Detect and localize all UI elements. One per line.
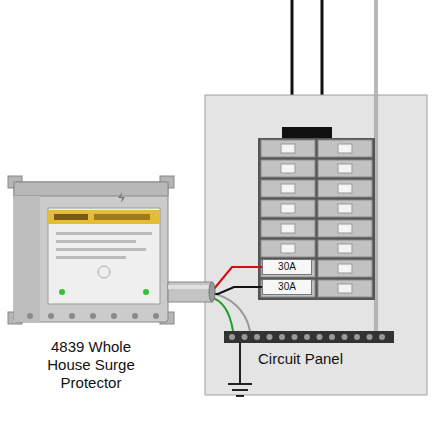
ground-symbol [232, 389, 248, 391]
breaker-row [338, 284, 352, 293]
breaker-row [318, 220, 372, 237]
panel-enclosure [205, 95, 427, 395]
surge-protector-box [98, 266, 110, 278]
bus-holes [329, 334, 335, 340]
bus-bar [224, 331, 394, 343]
ground-symbol [236, 395, 244, 397]
breaker-row [261, 260, 315, 277]
bus-holes [367, 334, 373, 340]
bus-holes [267, 334, 273, 340]
bus-holes [317, 334, 323, 340]
bus-holes [354, 334, 360, 340]
neutral-feed [376, 0, 377, 334]
knockouts [48, 313, 54, 319]
breaker-row [261, 200, 315, 217]
breaker-row [338, 244, 352, 253]
bus-holes [304, 334, 310, 340]
conduit [168, 285, 212, 289]
knockouts [132, 313, 138, 319]
bus-holes [292, 334, 298, 340]
surge-protector-box [143, 289, 149, 295]
breaker-row [261, 220, 315, 237]
breaker-label: 30A [262, 259, 312, 275]
surge-protector-box [48, 208, 160, 304]
ground-symbol [228, 343, 252, 396]
breaker-row [318, 140, 372, 157]
knockouts [27, 313, 33, 319]
surge-protector-box [14, 182, 168, 196]
conduit [168, 282, 212, 302]
bus-holes [229, 334, 385, 340]
panel-enclosure [205, 95, 427, 395]
ground-symbol [228, 383, 252, 385]
breaker-row [281, 224, 295, 233]
ground-wire [210, 293, 250, 331]
breaker-block [258, 127, 375, 300]
ground-wire [210, 293, 250, 331]
surge-protector-box [56, 256, 126, 259]
surge-protector-box [118, 192, 125, 203]
breaker-row [338, 264, 352, 273]
bus-holes [379, 334, 385, 340]
surge-protector-box [48, 210, 160, 224]
breaker-row [261, 160, 315, 177]
knockouts [153, 313, 159, 319]
breaker-row [338, 184, 352, 193]
surge-protector-box [14, 196, 40, 322]
surge-protector-box [14, 182, 168, 322]
bus-bar [224, 331, 394, 343]
breaker-row [318, 180, 372, 197]
neutral-feed [376, 0, 377, 334]
breaker-row [281, 204, 295, 213]
breaker-row [261, 140, 372, 297]
bus-holes [342, 334, 348, 340]
knockouts [69, 313, 75, 319]
surge-protector-box [94, 214, 150, 220]
breaker-row [318, 280, 372, 297]
breaker-label: 30A [262, 279, 312, 295]
knockouts [90, 313, 96, 319]
breaker-row [261, 140, 315, 157]
breaker-row [281, 144, 295, 153]
breaker-row [338, 164, 352, 173]
breaker-row [318, 260, 372, 277]
breaker-row [281, 164, 295, 173]
bus-holes [242, 334, 248, 340]
surge-protector: 4839 Whole House Surge Protector [10, 178, 172, 402]
breaker-row [281, 244, 295, 253]
knockouts [27, 313, 159, 319]
breaker-row [261, 280, 315, 297]
breaker-block [258, 138, 375, 300]
breaker-row [261, 240, 315, 257]
surge-protector-box [54, 214, 88, 220]
breaker-row [318, 240, 372, 257]
breaker-row [338, 204, 352, 213]
bus-holes [279, 334, 285, 340]
bus-holes [229, 334, 235, 340]
ground-wire [210, 297, 233, 331]
conduit [168, 282, 215, 302]
surge-protector-box [59, 289, 65, 295]
surge-protector-box [8, 176, 174, 324]
breaker-row [318, 200, 372, 217]
breaker-row [318, 160, 372, 177]
conduit [209, 282, 215, 302]
breaker-row [261, 180, 315, 197]
breaker-row [338, 144, 352, 153]
panel-label: Circuit Panel [258, 350, 343, 368]
breaker-row [338, 224, 352, 233]
bus-holes [254, 334, 260, 340]
breaker-row [281, 184, 295, 193]
surge-protector-box [56, 248, 146, 251]
surge-protector-box [56, 240, 136, 243]
ground-symbol [239, 343, 241, 384]
breaker-rating: 30A [278, 261, 296, 273]
surge-protector-box [56, 232, 152, 235]
device-label: 4839 Whole House Surge Protector [32, 338, 150, 392]
knockouts [111, 313, 117, 319]
circuit-panel: Circuit Panel 30A 30A [205, 95, 427, 395]
breaker-rating: 30A [278, 281, 296, 293]
